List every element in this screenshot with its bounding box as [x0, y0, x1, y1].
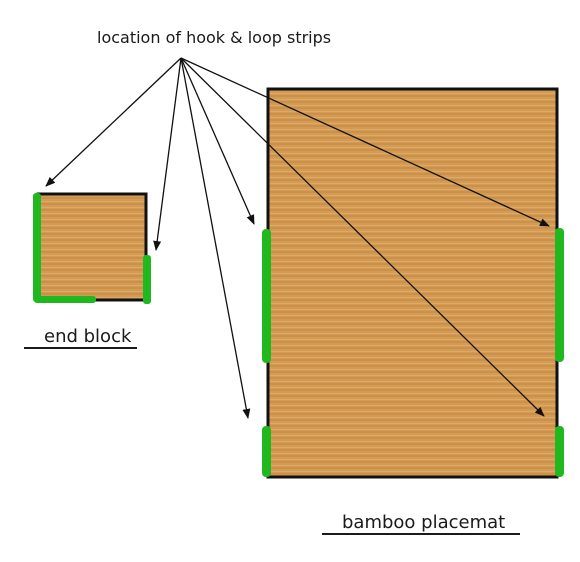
arrow-end-block-right [153, 57, 182, 251]
placemat-strip-right-lower [555, 426, 564, 477]
arrow-placemat-right-upper [180, 57, 550, 227]
end-block [33, 192, 151, 304]
annotation-label: location of hook & loop strips [97, 28, 332, 47]
end-block-wood [36, 192, 148, 302]
placemat-strip-left-lower [262, 426, 271, 477]
bamboo-placemat [262, 87, 564, 479]
placemat-strip-left-upper [262, 229, 271, 363]
end-block-strip-left [33, 193, 41, 302]
placemat-wood [266, 87, 559, 479]
arrow-placemat-left-lower [180, 57, 251, 419]
end-block-label: end block [44, 326, 132, 347]
end-block-underline [24, 347, 137, 349]
arrows [45, 57, 550, 419]
end-block-strip-bottom [34, 296, 96, 303]
placemat-label: bamboo placemat [342, 512, 506, 533]
placemat-underline [322, 533, 520, 535]
arrow-end-block-left [45, 57, 182, 187]
end-block-strip-right [143, 255, 151, 304]
placemat-strip-right-upper [555, 228, 564, 362]
arrow-placemat-left-upper [180, 57, 255, 225]
arrow-placemat-right-lower [180, 57, 545, 417]
